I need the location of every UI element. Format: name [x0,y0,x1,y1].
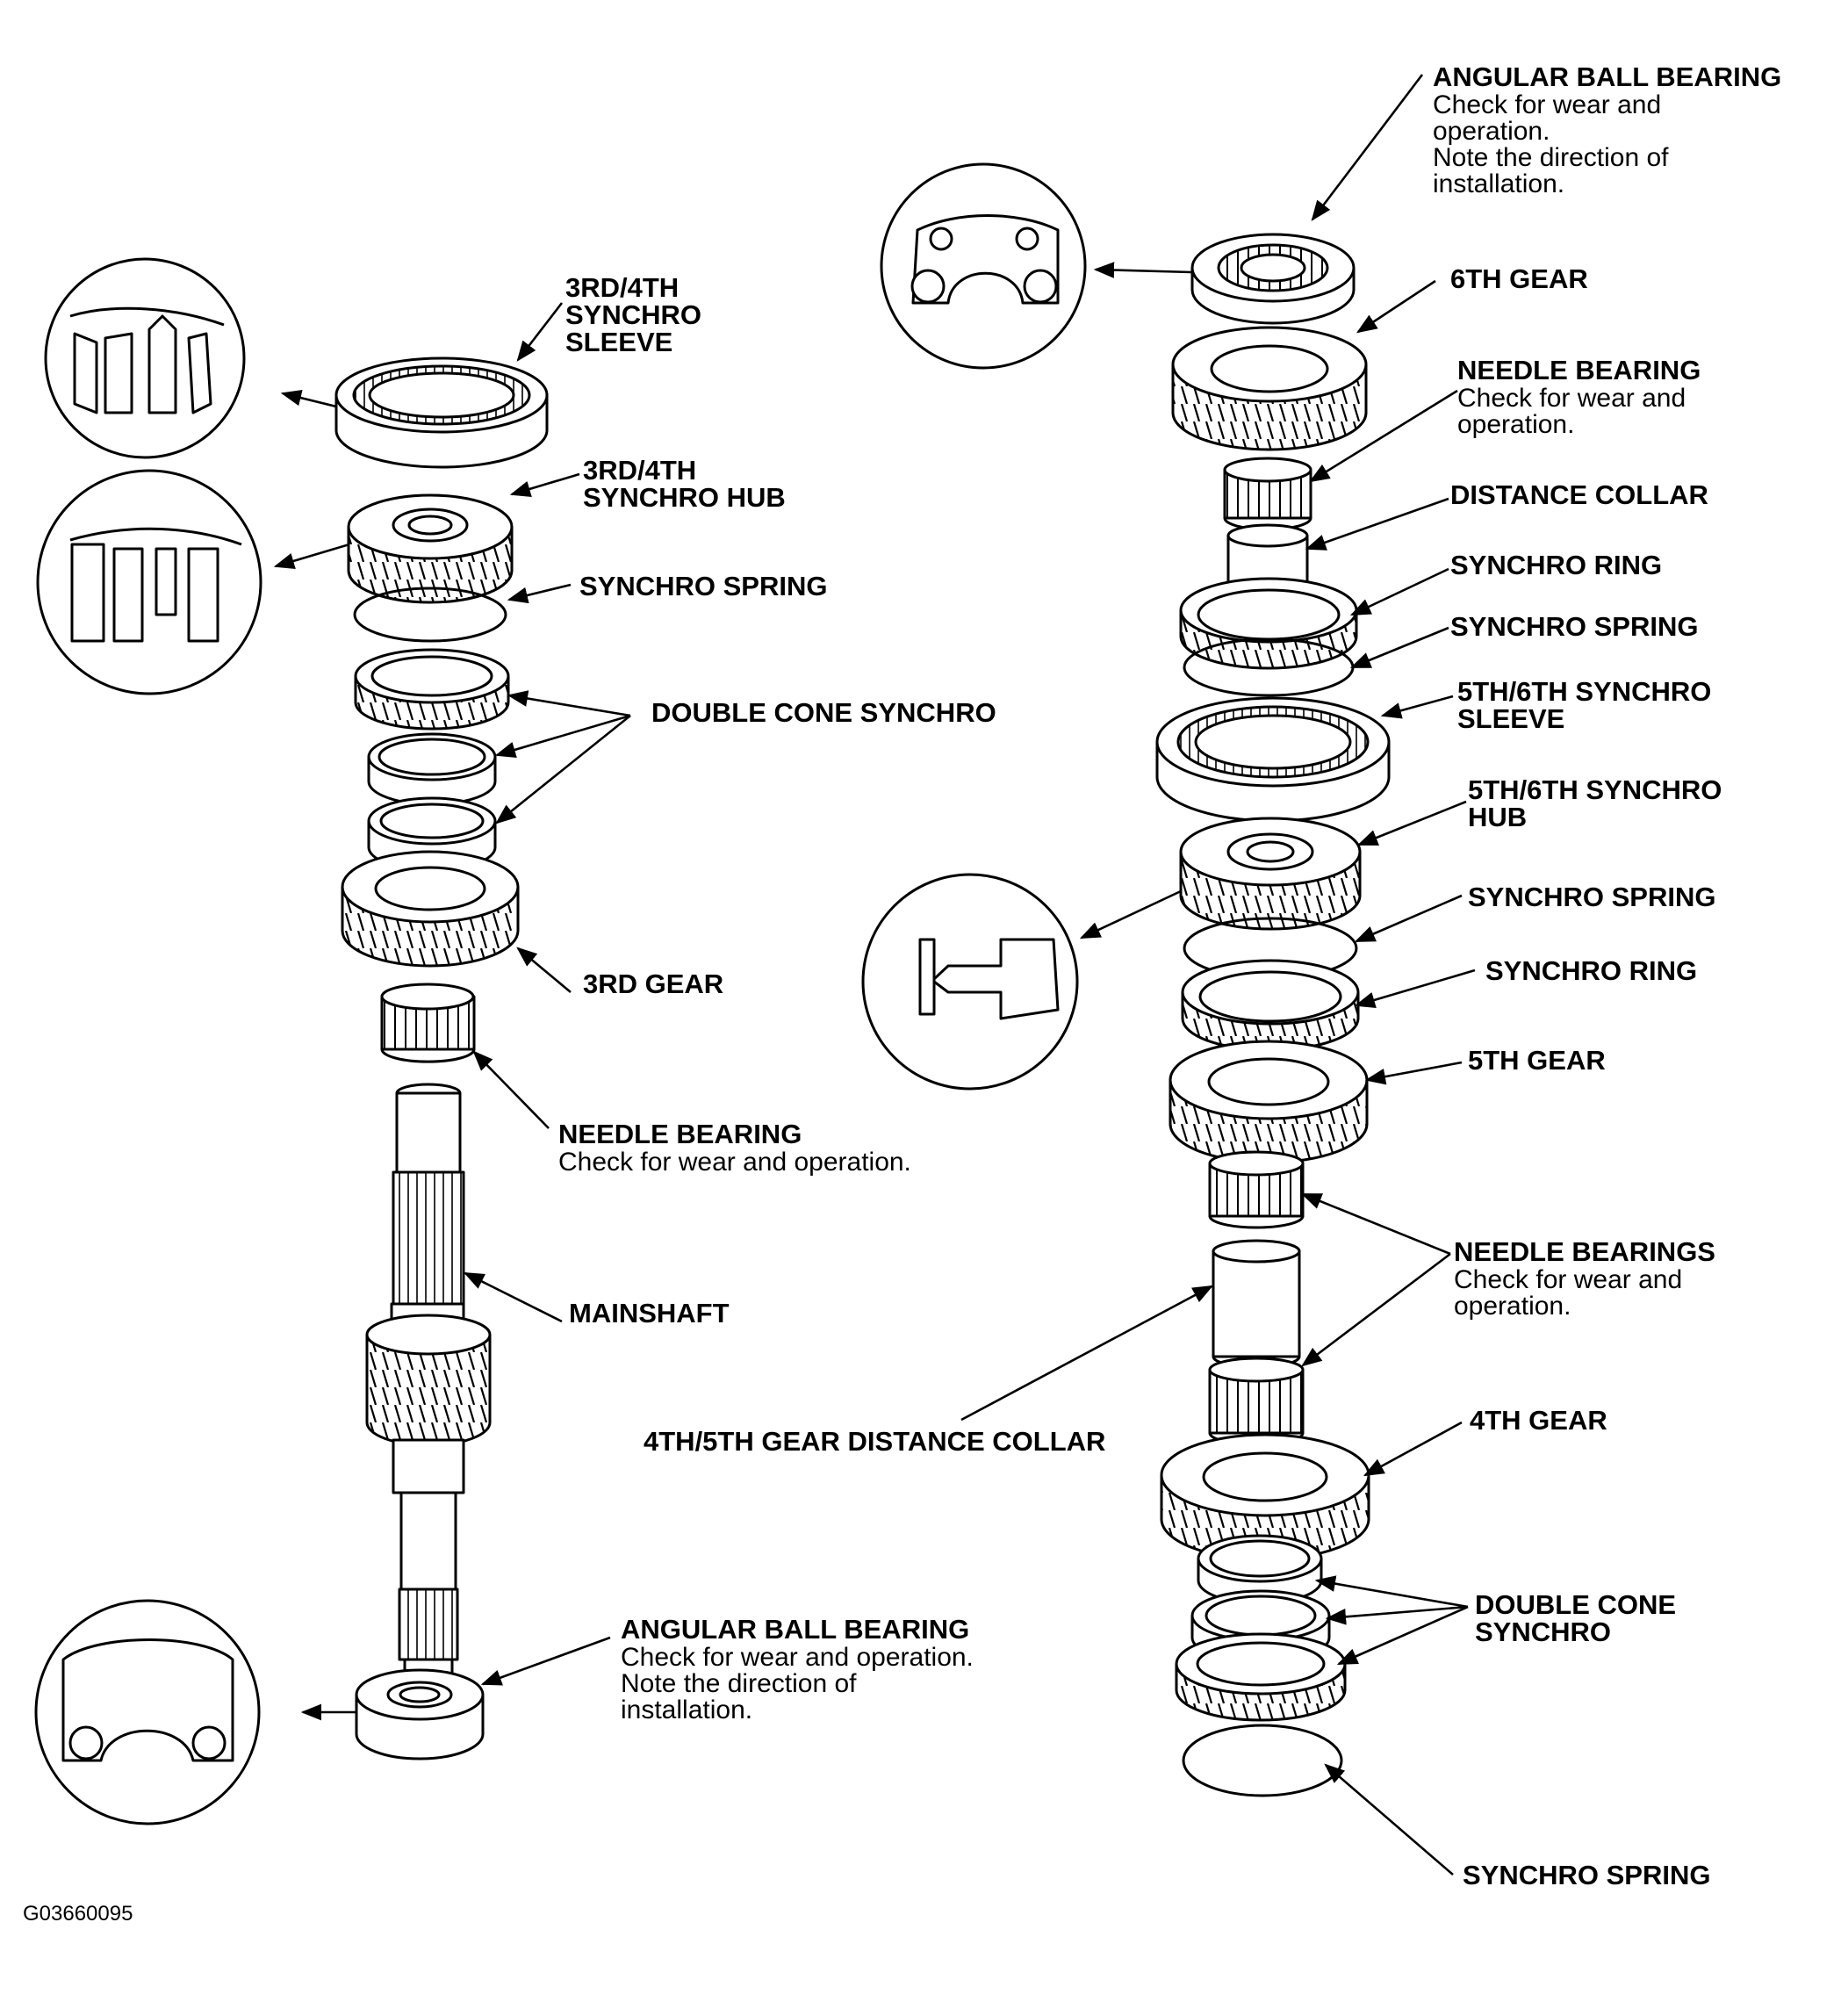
label-synchro-spring-top: SYNCHRO SPRING [1450,613,1698,640]
left-hub-detail-circle [36,469,262,695]
left-double-cone-synchro [354,648,510,872]
label-5th-6th-synchro-sleeve: 5TH/6TH SYNCHRO SLEEVE [1457,678,1711,732]
label-title: 5TH/6TH SYNCHRO SLEEVE [1457,676,1712,734]
label-title: MAINSHAFT [569,1298,730,1328]
label-right-double-cone-synchro: DOUBLE CONE SYNCHRO [1475,1591,1676,1645]
label-title: ANGULAR BALL BEARING [1433,61,1782,92]
label-title: NEEDLE BEARINGS [1454,1236,1715,1267]
right-4th-gear [1160,1433,1370,1561]
label-4th-gear: 4TH GEAR [1470,1407,1607,1434]
label-synchro-spring-bottom: SYNCHRO SPRING [1463,1861,1710,1889]
figure-id: G03660095 [23,1902,133,1926]
right-needle-bearing-upper [1208,1150,1305,1229]
label-3rd-gear: 3RD GEAR [583,970,723,997]
right-hub-detail-circle [861,873,1079,1091]
label-3rd-4th-synchro-hub: 3RD/4TH SYNCHRO HUB [583,457,786,511]
label-distance-collar: DISTANCE COLLAR [1450,481,1708,508]
label-left-synchro-spring: SYNCHRO SPRING [579,572,827,600]
label-title: 5TH/6TH SYNCHRO HUB [1468,774,1722,832]
label-title: SYNCHRO SPRING [1468,882,1716,912]
right-bearing-detail-circle [880,162,1087,370]
right-gear-distance-collar [1212,1239,1301,1369]
label-title: 4TH/5TH GEAR DISTANCE COLLAR [644,1426,1106,1457]
right-ball-bearing [1190,233,1356,325]
label-left-angular-ball-bearing: ANGULAR BALL BEARING Check for wear and … [621,1616,974,1724]
right-needle-bearing [1223,457,1312,531]
label-3rd-4th-synchro-sleeve: 3RD/4TH SYNCHRO SLEEVE [565,274,701,356]
right-distance-collar [1226,523,1309,605]
left-sleeve-detail-circle [44,257,246,459]
label-mainshaft: MAINSHAFT [569,1300,730,1327]
label-title: SYNCHRO RING [1485,955,1698,986]
right-5th-gear [1169,1040,1369,1164]
right-needle-bearing-lower [1208,1357,1305,1446]
label-note: Check for wear and operation. Note the d… [621,1643,974,1724]
label-title: 3RD/4TH SYNCHRO HUB [583,455,786,513]
left-bearing-detail-circle [34,1599,261,1825]
label-title: 3RD/4TH SYNCHRO SLEEVE [565,272,702,357]
right-double-cone-synchro [1175,1534,1347,1722]
left-ball-bearing [355,1668,485,1760]
label-title: SYNCHRO RING [1450,550,1663,580]
label-right-needle-bearing: NEEDLE BEARING Check for wear and operat… [1457,356,1701,438]
label-right-angular-ball-bearing: ANGULAR BALL BEARING Check for wear and … [1433,63,1781,198]
right-6th-gear [1171,326,1368,451]
left-synchro-hub [347,493,514,604]
label-note: Check for wear and operation. [1454,1265,1683,1321]
label-title: SYNCHRO SPRING [1463,1860,1711,1890]
label-note: Check for wear and operation. [558,1148,911,1177]
right-synchro-hub [1179,817,1362,931]
label-title: 3RD GEAR [583,968,724,999]
label-title: ANGULAR BALL BEARING [621,1614,970,1645]
label-title: DISTANCE COLLAR [1450,479,1708,510]
label-note: Check for wear and operation. [1457,384,1686,439]
left-needle-bearing [380,983,476,1063]
label-synchro-spring-mid: SYNCHRO SPRING [1468,883,1715,911]
label-5th-gear: 5TH GEAR [1468,1047,1606,1074]
label-4th-5th-gear-distance-collar: 4TH/5TH GEAR DISTANCE COLLAR [644,1428,1105,1455]
label-title: DOUBLE CONE SYNCHRO [651,697,996,728]
label-title: SYNCHRO SPRING [579,571,828,601]
label-title: NEEDLE BEARING [1457,355,1701,385]
label-title: NEEDLE BEARING [558,1119,802,1149]
label-6th-gear: 6TH GEAR [1450,265,1588,292]
left-synchro-sleeve [334,356,549,469]
label-title: 5TH GEAR [1468,1045,1606,1076]
label-title: 4TH GEAR [1470,1405,1607,1436]
label-5th-6th-synchro-hub: 5TH/6TH SYNCHRO HUB [1468,776,1722,831]
label-left-double-cone-synchro: DOUBLE CONE SYNCHRO [651,699,996,726]
right-synchro-sleeve [1155,696,1391,823]
left-3rd-gear [341,850,520,968]
right-synchro-ring-top [1179,577,1358,670]
label-title: 6TH GEAR [1450,263,1588,294]
label-needle-bearings: NEEDLE BEARINGS Check for wear and opera… [1454,1238,1715,1320]
right-synchro-spring-bottom [1182,1724,1343,1797]
label-synchro-ring-top: SYNCHRO RING [1450,551,1662,579]
right-synchro-ring-mid [1181,959,1360,1052]
label-title: DOUBLE CONE SYNCHRO [1475,1589,1677,1647]
label-title: SYNCHRO SPRING [1450,611,1699,642]
left-synchro-spring [353,587,507,643]
left-mainshaft [365,1083,492,1683]
label-note: Check for wear and operation. Note the d… [1433,90,1669,198]
label-left-needle-bearing: NEEDLE BEARING Check for wear and operat… [558,1120,911,1176]
label-synchro-ring-mid: SYNCHRO RING [1485,957,1697,984]
